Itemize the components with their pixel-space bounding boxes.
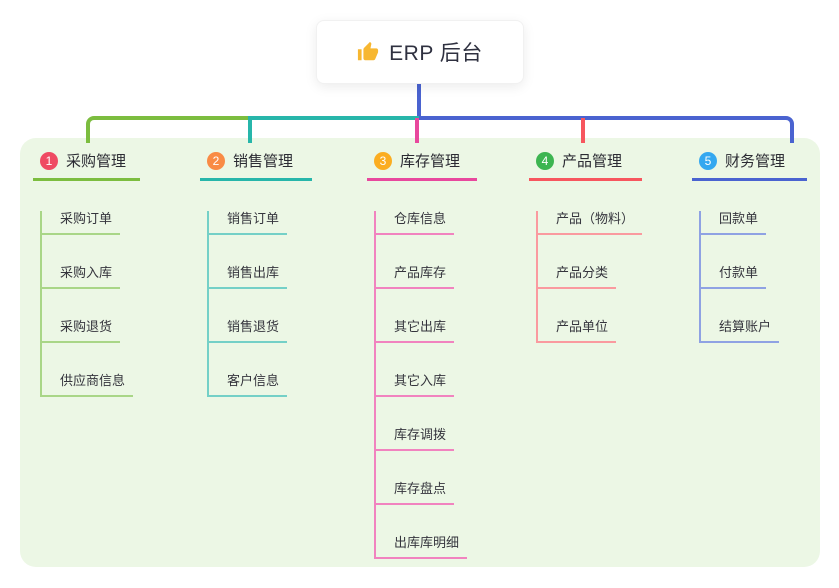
badge-1: 1	[40, 151, 58, 170]
child-node[interactable]: 结算账户	[701, 319, 780, 343]
child-node-label: 库存调拨	[394, 427, 447, 442]
branch-label: 采购管理	[66, 153, 127, 170]
child-node-label: 采购退货	[60, 319, 113, 334]
connector-root-line	[417, 80, 421, 120]
branch-children-purchase: 采购订单采购入库采购退货供应商信息	[40, 211, 140, 397]
connector-branch5-elbow	[419, 116, 794, 143]
badge-5: 5	[699, 151, 717, 170]
connector-branch4-drop	[581, 118, 585, 143]
child-node-label: 产品库存	[394, 265, 447, 280]
child-node-label: 其它入库	[394, 373, 447, 388]
child-node-label: 仓库信息	[394, 211, 447, 226]
child-node-label: 客户信息	[227, 373, 280, 388]
child-node[interactable]: 仓库信息	[376, 211, 455, 235]
child-node-label: 其它出库	[394, 319, 447, 334]
child-node[interactable]: 产品分类	[538, 265, 617, 289]
connector-branch3-drop	[415, 118, 419, 143]
connector-branch2-tee	[248, 116, 419, 143]
child-node[interactable]: 其它出库	[376, 319, 455, 343]
child-node[interactable]: 库存盘点	[376, 481, 455, 505]
child-node-label: 回款单	[719, 211, 759, 226]
child-node-label: 库存盘点	[394, 481, 447, 496]
child-node-label: 结算账户	[719, 319, 772, 334]
branch-node-purchase[interactable]: 1 采购管理	[33, 150, 140, 181]
branch-purchase: 1 采购管理 采购订单采购入库采购退货供应商信息	[33, 150, 140, 397]
badge-4: 4	[536, 151, 554, 170]
child-node[interactable]: 产品单位	[538, 319, 617, 343]
branch-children-finance: 回款单付款单结算账户	[699, 211, 807, 343]
child-node[interactable]: 采购入库	[42, 265, 121, 289]
child-node-label: 出库库明细	[394, 535, 460, 550]
branch-node-sales[interactable]: 2 销售管理	[200, 150, 312, 181]
branch-sales: 2 销售管理 销售订单销售出库销售退货客户信息	[200, 150, 312, 397]
child-node[interactable]: 回款单	[701, 211, 767, 235]
child-node[interactable]: 供应商信息	[42, 373, 134, 397]
child-node[interactable]: 产品（物料）	[538, 211, 643, 235]
branch-children-inventory: 仓库信息产品库存其它出库其它入库库存调拨库存盘点出库库明细	[374, 211, 477, 559]
branch-product: 4 产品管理 产品（物料） 产品分类产品单位	[529, 150, 643, 343]
child-node-label: 销售订单	[227, 211, 280, 226]
child-node[interactable]: 付款单	[701, 265, 767, 289]
child-node[interactable]: 销售退货	[209, 319, 288, 343]
child-node-label: 产品（物料）	[556, 211, 635, 226]
child-node[interactable]: 采购退货	[42, 319, 121, 343]
child-node[interactable]: 出库库明细	[376, 535, 468, 559]
root-node-title: ERP 后台	[389, 42, 483, 65]
child-node[interactable]: 库存调拨	[376, 427, 455, 451]
branch-children-sales: 销售订单销售出库销售退货客户信息	[207, 211, 312, 397]
child-node-label: 销售出库	[227, 265, 280, 280]
branch-node-finance[interactable]: 5 财务管理	[692, 150, 807, 181]
child-node-label: 产品分类	[556, 265, 609, 280]
child-node-label: 供应商信息	[60, 373, 126, 388]
child-node-label: 产品单位	[556, 319, 609, 334]
branch-children-product: 产品（物料） 产品分类产品单位	[536, 211, 643, 343]
branch-node-product[interactable]: 4 产品管理	[529, 150, 642, 181]
branch-finance: 5 财务管理 回款单付款单结算账户	[692, 150, 807, 343]
connector-branch1-elbow	[86, 116, 250, 143]
branch-label: 库存管理	[400, 153, 461, 170]
child-node[interactable]: 采购订单	[42, 211, 121, 235]
child-node-label: 销售退货	[227, 319, 280, 334]
child-node-label: 付款单	[719, 265, 759, 280]
child-node[interactable]: 其它入库	[376, 373, 455, 397]
branch-node-inventory[interactable]: 3 库存管理	[367, 150, 477, 181]
child-node[interactable]: 销售订单	[209, 211, 288, 235]
child-node[interactable]: 销售出库	[209, 265, 288, 289]
branch-inventory: 3 库存管理 仓库信息产品库存其它出库其它入库库存调拨库存盘点出库库明细	[367, 150, 477, 559]
child-node-label: 采购入库	[60, 265, 113, 280]
badge-3: 3	[374, 151, 392, 170]
child-node[interactable]: 产品库存	[376, 265, 455, 289]
canvas-panel	[20, 138, 820, 567]
branch-label: 产品管理	[562, 153, 623, 170]
branch-label: 财务管理	[725, 153, 786, 170]
root-node[interactable]: ERP 后台	[316, 20, 524, 84]
thumbs-up-icon	[357, 41, 379, 63]
child-node-label: 采购订单	[60, 211, 113, 226]
badge-2: 2	[207, 151, 225, 170]
child-node[interactable]: 客户信息	[209, 373, 288, 397]
branch-label: 销售管理	[233, 153, 294, 170]
